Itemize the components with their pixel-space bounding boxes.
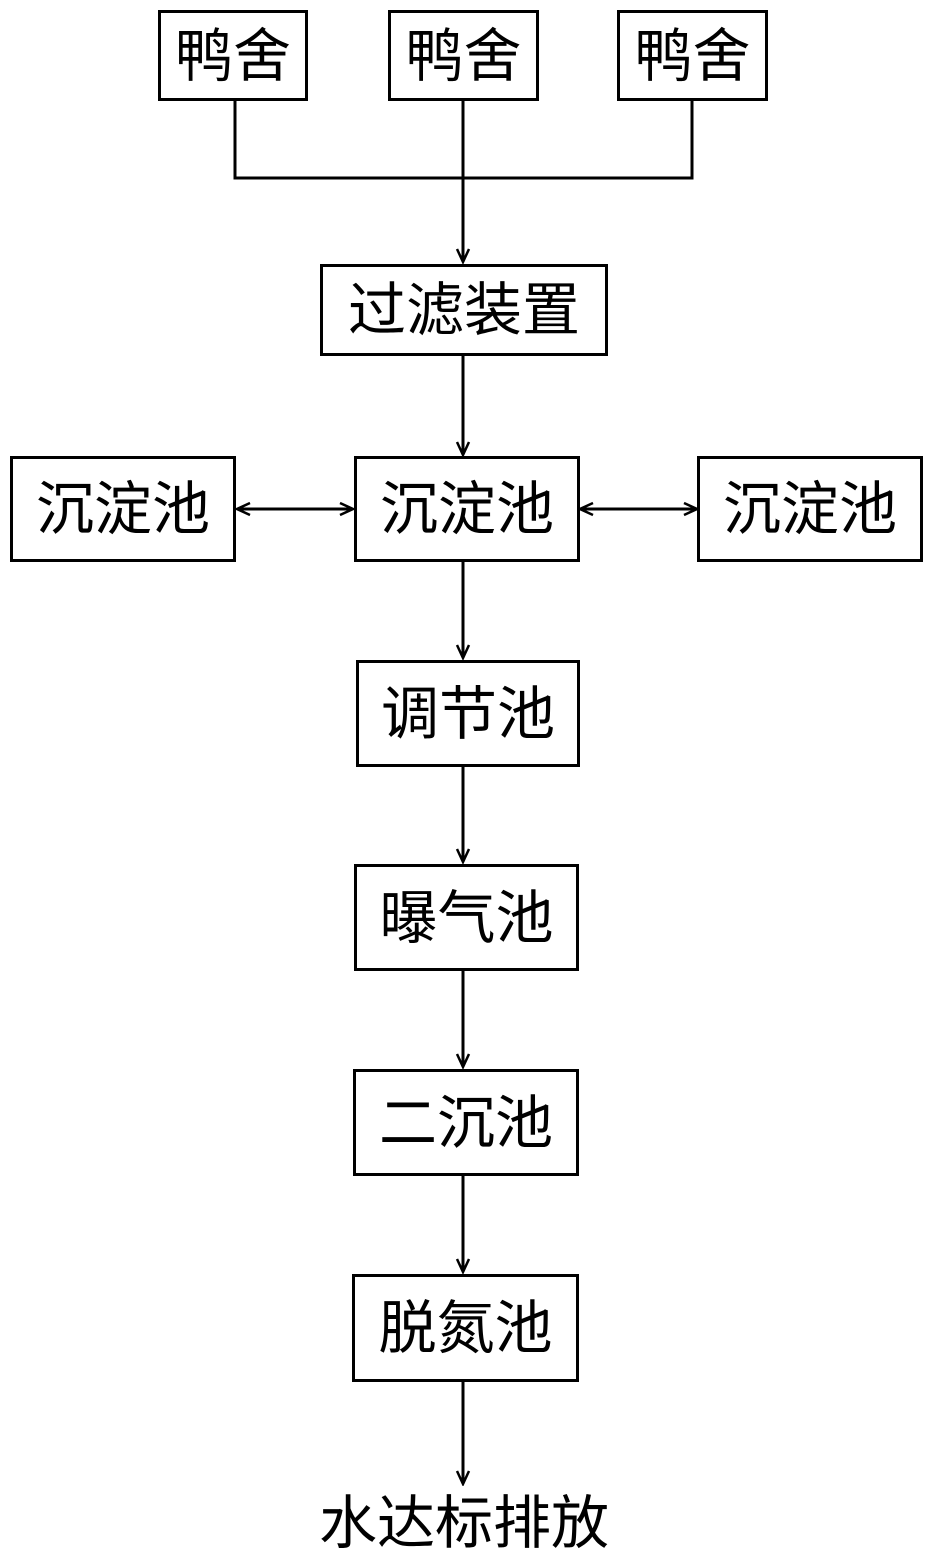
denitrification-tank: 脱氮池 bbox=[352, 1274, 579, 1382]
aeration-tank: 曝气池 bbox=[354, 864, 579, 971]
sedimentation-tank-right: 沉淀池 bbox=[697, 456, 923, 562]
discharge-label: 水达标排放 bbox=[318, 1489, 609, 1557]
filter-device: 过滤装置 bbox=[320, 264, 608, 356]
regulating-tank: 调节池 bbox=[356, 660, 580, 767]
sedimentation-tank-left: 沉淀池 bbox=[10, 456, 236, 562]
duck-house-1: 鸭舍 bbox=[158, 10, 308, 101]
sedimentation-tank-center: 沉淀池 bbox=[354, 456, 580, 562]
duck-house-2: 鸭舍 bbox=[388, 10, 539, 101]
duck-house-3: 鸭舍 bbox=[617, 10, 768, 101]
secondary-sedimentation-tank: 二沉池 bbox=[353, 1069, 579, 1176]
